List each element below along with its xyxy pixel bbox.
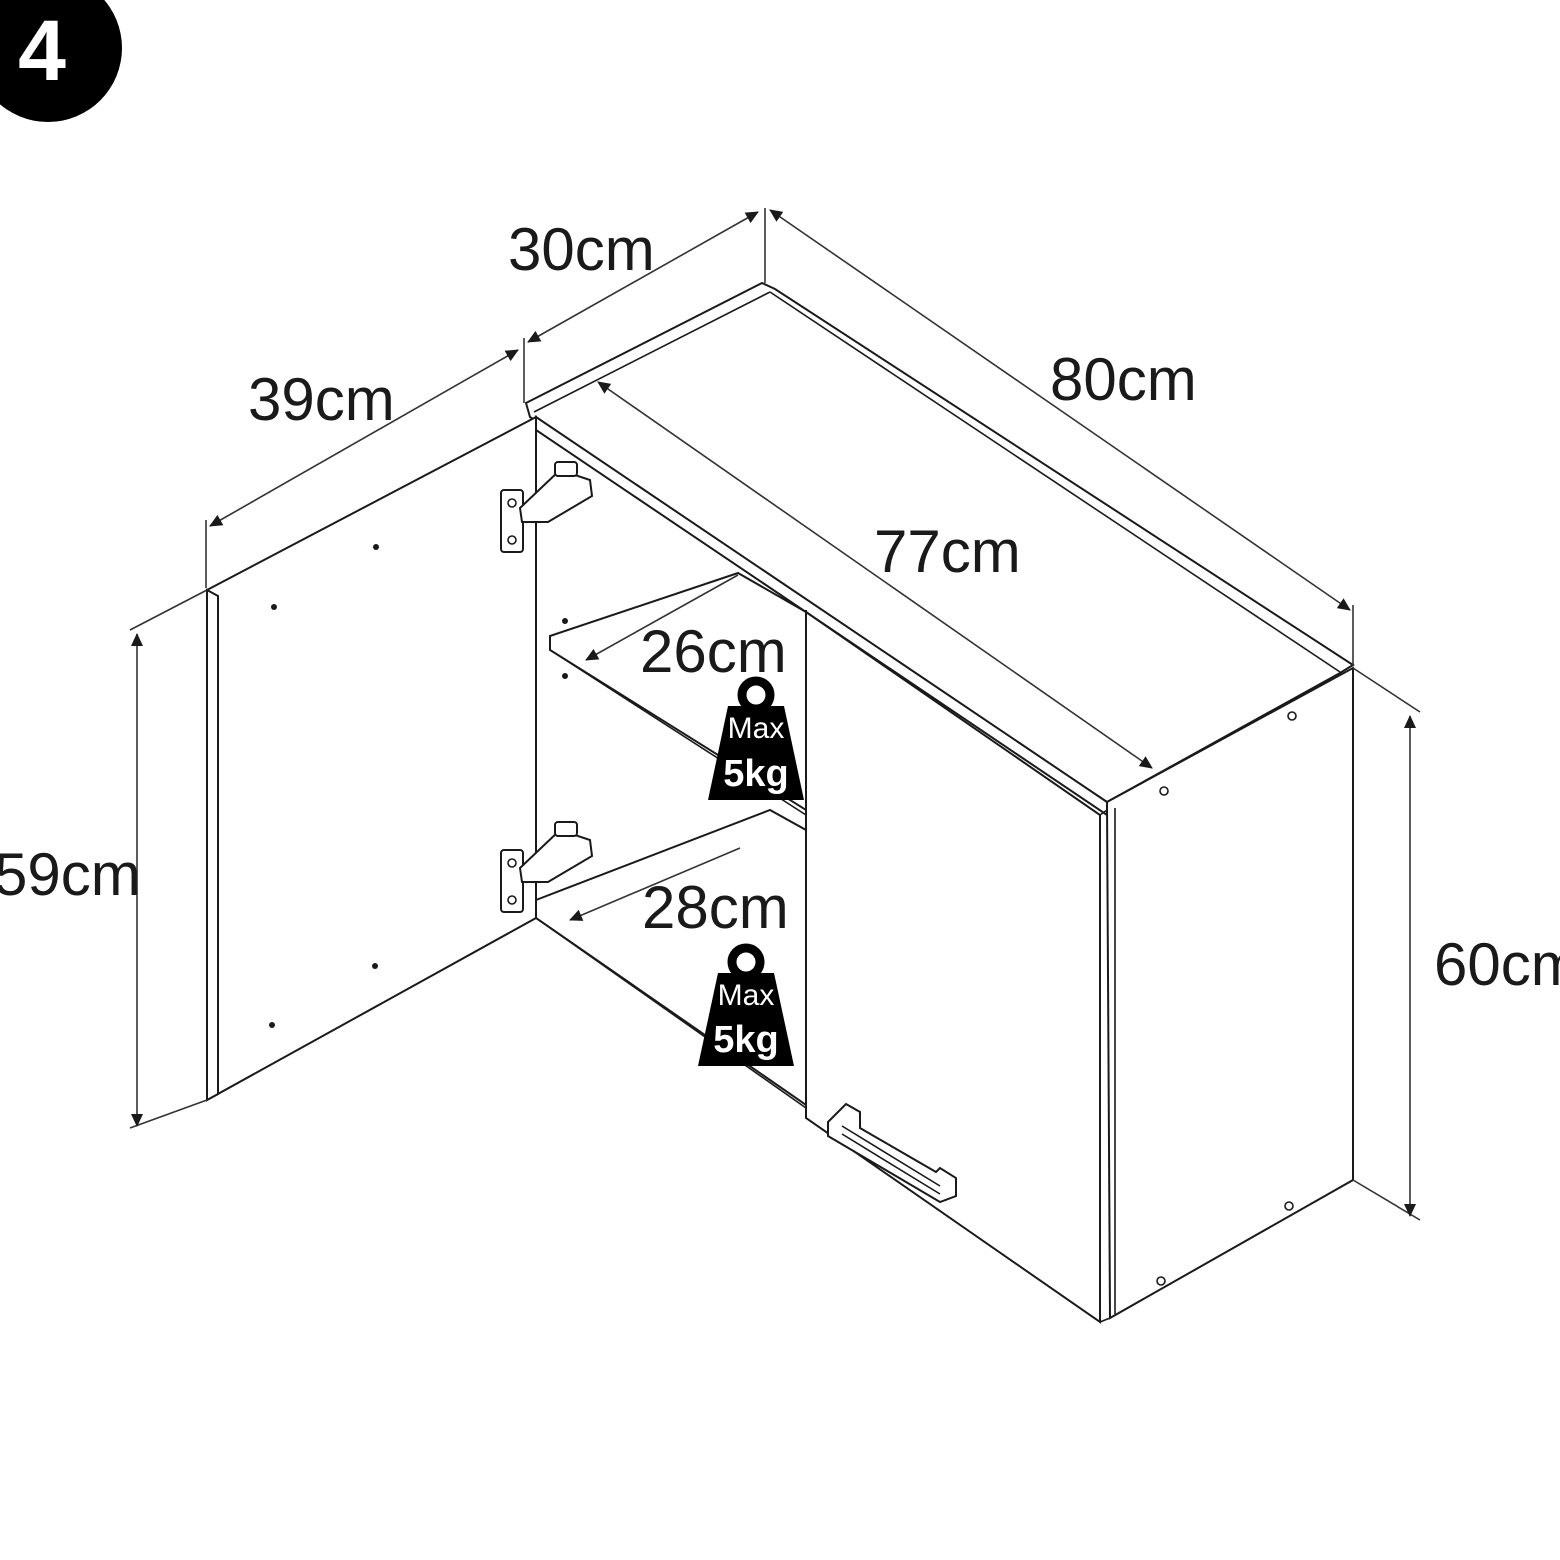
label-width-outer: 80cm xyxy=(1050,346,1197,413)
cabinet-body xyxy=(524,281,1355,1324)
step-badge: 4 xyxy=(0,0,122,122)
label-width-inner: 77cm xyxy=(874,518,1021,585)
hinge-bottom-icon xyxy=(500,821,594,913)
dimension-line-width-inner xyxy=(597,381,1153,769)
label-shelf-depth-upper: 26cm xyxy=(640,618,787,685)
dimension-line-shelf-upper xyxy=(585,574,739,661)
weight-lower-value: 5kg xyxy=(713,1019,778,1061)
weight-upper-value: 5kg xyxy=(723,753,788,795)
dimension-line-depth xyxy=(527,211,759,343)
label-height-outer: 60cm xyxy=(1434,931,1560,998)
door-handle xyxy=(827,1102,957,1204)
weight-lower-icon: Max 5kg xyxy=(698,943,794,1066)
dimension-line-door-width xyxy=(209,349,519,527)
weight-lower-max: Max xyxy=(718,979,775,1012)
label-depth-outer: 30cm xyxy=(508,216,655,283)
label-shelf-depth-lower: 28cm xyxy=(642,874,789,941)
step-number: 4 xyxy=(18,3,66,99)
label-door-height: 59cm xyxy=(0,841,141,908)
label-door-width: 39cm xyxy=(248,366,395,433)
weight-upper-icon: Max 5kg xyxy=(708,676,804,800)
weight-upper-max: Max xyxy=(728,712,785,745)
dimension-line-shelf-lower xyxy=(569,847,741,921)
